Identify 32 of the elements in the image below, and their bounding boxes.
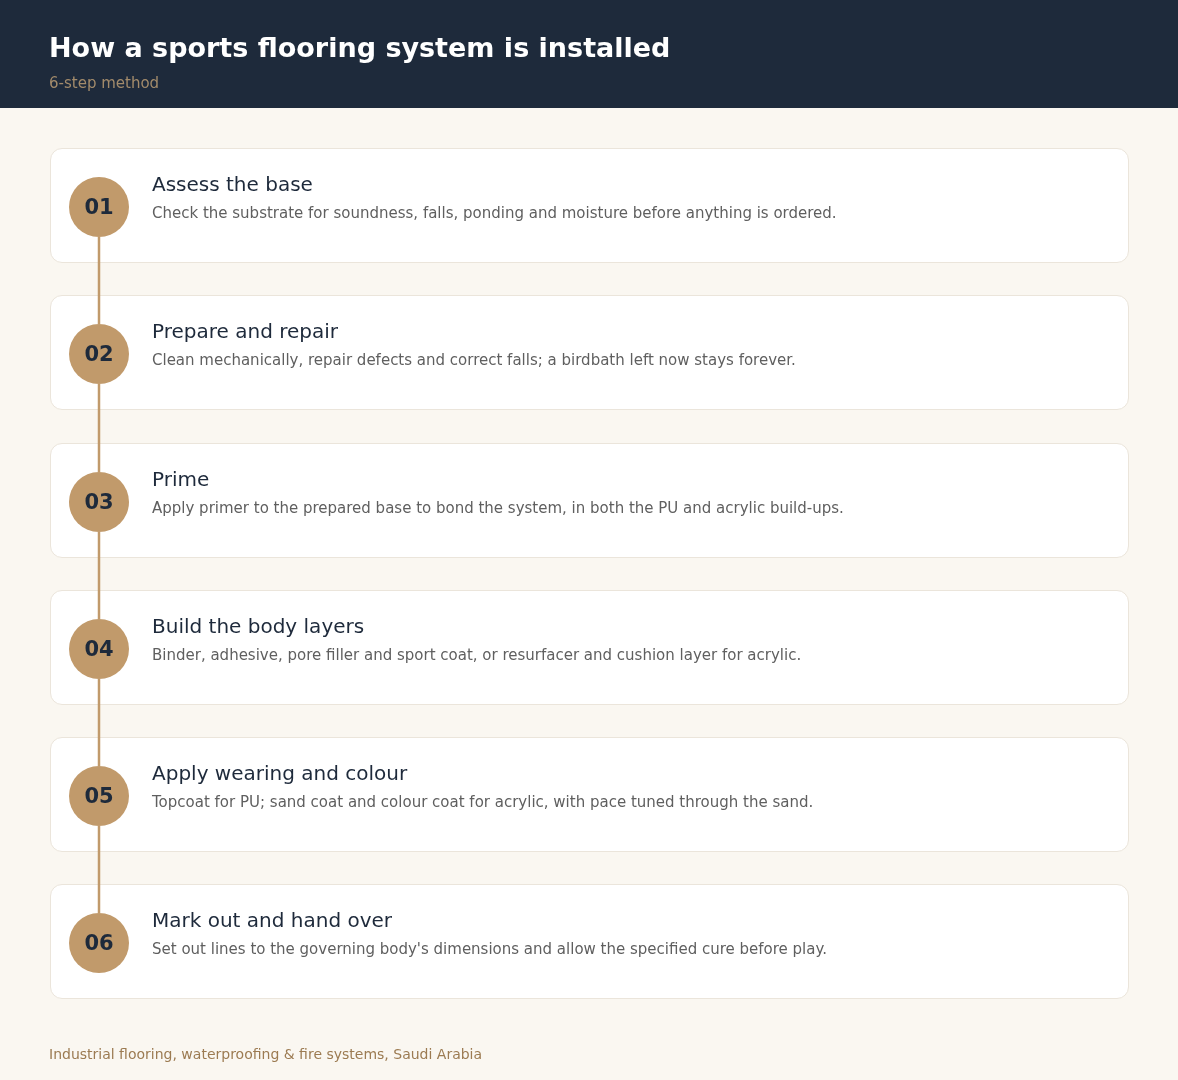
step-title: Assess the base [152, 171, 313, 197]
step-description: Topcoat for PU; sand coat and colour coat for acrylic, with pace tuned through the sand. [152, 792, 814, 812]
connector-line [97, 237, 101, 324]
step-description: Clean mechanically, repair defects and correct falls; a birdbath left now stays forever. [152, 350, 796, 370]
connector-line [97, 384, 101, 472]
step-number-circle: 01 [69, 177, 129, 237]
step-title: Build the body layers [152, 613, 365, 639]
footer-note: Industrial flooring, waterproofing & fire systems, Saudi Arabia [49, 1045, 483, 1063]
step-card [50, 884, 1129, 999]
connector-line [97, 532, 101, 619]
step-number-circle: 06 [69, 913, 129, 973]
page-title: How a sports flooring system is installed [49, 31, 671, 65]
step-number-circle: 04 [69, 619, 129, 679]
step-title: Prepare and repair [152, 318, 338, 344]
connector-line [97, 679, 101, 766]
step-title: Apply wearing and colour [152, 760, 408, 786]
step-card [50, 737, 1129, 852]
step-description: Set out lines to the governing body's dimensions and allow the specified cure before play. [152, 939, 827, 959]
subtitle: 6-step method [49, 73, 160, 93]
step-card [50, 590, 1129, 705]
step-number-circle: 02 [69, 324, 129, 384]
step-description: Binder, adhesive, pore filler and sport coat, or resurfacer and cushion layer for acrylic. [152, 645, 802, 665]
step-card [50, 295, 1129, 410]
connector-line [97, 826, 101, 913]
step-description: Apply primer to the prepared base to bond the system, in both the PU and acrylic build-ups. [152, 498, 844, 518]
step-number-circle: 03 [69, 472, 129, 532]
step-number-circle: 05 [69, 766, 129, 826]
step-description: Check the substrate for soundness, falls, ponding and moisture before anything is ordered. [152, 203, 837, 223]
step-card [50, 148, 1129, 263]
step-title: Mark out and hand over [152, 907, 393, 933]
step-card [50, 443, 1129, 558]
step-title: Prime [152, 466, 210, 492]
